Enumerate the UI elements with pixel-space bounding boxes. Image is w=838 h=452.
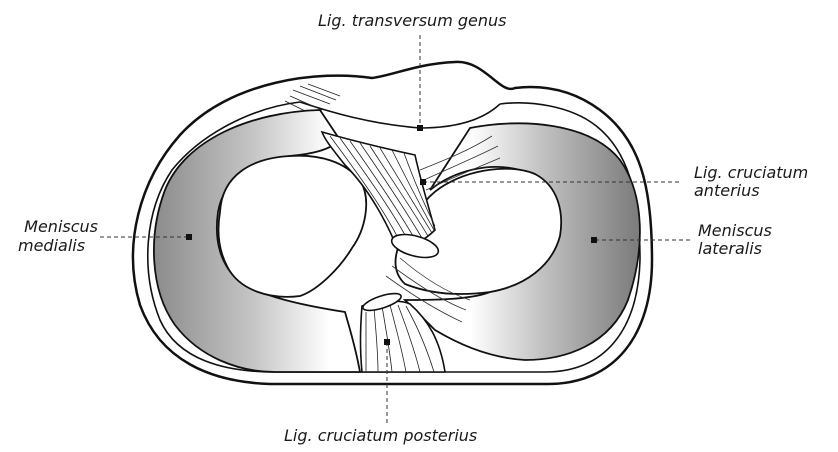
label-meniscus-lateralis-line1: Meniscus <box>698 222 772 239</box>
label-meniscus-medialis-line1: Meniscus <box>6 218 98 235</box>
label-lig-cruciatum-posterius: Lig. cruciatum posterius <box>284 427 477 444</box>
label-lig-transversum-genus: Lig. transversum genus <box>318 12 506 29</box>
label-meniscus-lateralis-line2: lateralis <box>698 240 762 257</box>
label-meniscus-medialis-line2: medialis <box>18 237 85 254</box>
label-lig-cruciatum-anterius-line2: anterius <box>694 182 760 199</box>
label-lig-cruciatum-anterius-line1: Lig. cruciatum <box>694 164 808 181</box>
